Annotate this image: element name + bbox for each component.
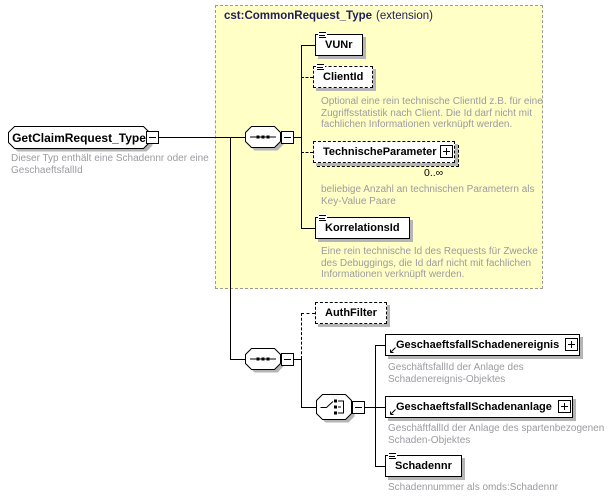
- root-element-label[interactable]: GetClaimRequest_Type: [12, 130, 146, 145]
- connector-line-optional: [301, 152, 313, 153]
- connector-line: [301, 45, 315, 46]
- collapse-icon[interactable]: [352, 401, 365, 414]
- element-label: GeschaeftsfallSchadenereignis: [396, 339, 560, 351]
- connector-line: [230, 137, 231, 360]
- extension-header: cst:CommonRequest_Type(extension): [224, 10, 433, 22]
- expand-icon[interactable]: [557, 400, 571, 413]
- reference-arrow-icon: [390, 347, 396, 353]
- element-label: TechnischeParameter: [323, 146, 437, 158]
- connector-line-optional: [301, 313, 302, 359]
- element-label: AuthFilter: [325, 307, 377, 319]
- schadenereignis-annotation: GeschäftsfallId der Anlage des Schadener…: [388, 362, 524, 385]
- annotation-line: Eine rein technische Id des Requests für…: [321, 246, 538, 257]
- annotation-line: Informationen verknüpft werden.: [321, 269, 465, 280]
- element-clientid[interactable]: ClientId: [313, 63, 374, 88]
- element-korrelationsid[interactable]: KorrelationsId: [315, 214, 410, 239]
- connector-line: [230, 359, 245, 360]
- connector-line: [294, 137, 301, 138]
- connector-line: [375, 345, 376, 467]
- element-geschaeftsfallschadenanlage[interactable]: GeschaeftsfallSchadenanlage: [385, 396, 573, 418]
- multi-occurrence-echo: [317, 145, 459, 167]
- annotation-line: Optional eine rein technische ClientId z…: [321, 96, 543, 107]
- element-label: VUNr: [325, 39, 353, 51]
- connector-line: [301, 407, 316, 408]
- occurrence-label: 0..∞: [424, 167, 444, 179]
- connector-line: [375, 345, 385, 346]
- collapse-icon[interactable]: [281, 131, 294, 144]
- connector-line: [301, 45, 302, 229]
- element-vunr[interactable]: VUNr: [315, 31, 363, 56]
- choice-icon[interactable]: [316, 394, 358, 426]
- schadenanlage-annotation: GeschäftfallId der Anlage des spartenbez…: [388, 423, 604, 446]
- element-schadennr[interactable]: Schadennr: [385, 452, 462, 477]
- collapse-icon[interactable]: [146, 131, 159, 144]
- simple-content-icon: [318, 31, 327, 39]
- clientid-annotation: Optional eine rein technische ClientId z…: [321, 96, 543, 131]
- connector-line: [159, 137, 245, 138]
- korrelationsid-annotation: Eine rein technische Id des Requests für…: [321, 246, 538, 281]
- simple-content-icon: [316, 63, 325, 71]
- element-authfilter[interactable]: AuthFilter: [315, 302, 387, 324]
- connector-line: [375, 407, 385, 408]
- simple-content-icon: [388, 452, 397, 460]
- element-label: GeschaeftsfallSchadenanlage: [396, 401, 552, 413]
- annotation-line: des Debuggings, die Id darf nicht mit fa…: [321, 257, 532, 269]
- connector-line-optional: [301, 77, 313, 78]
- element-geschaeftsfallschadenereignis[interactable]: GeschaeftsfallSchadenereignis: [385, 334, 581, 356]
- annotation-line: Key-Value Paare: [321, 195, 396, 207]
- root-element-shape[interactable]: [8, 126, 154, 153]
- annotation-line: Zugriffsstatistik nach Client. Die Id da…: [321, 107, 533, 119]
- annotation-line: Schadennummer als omds:Schadennr: [388, 482, 559, 493]
- annotation-line: GeschaeftsfallId: [11, 164, 83, 176]
- annotation-line: GeschäftfallId der Anlage des spartenbez…: [388, 423, 605, 434]
- element-technischeparameter[interactable]: TechnischeParameter: [313, 141, 455, 163]
- annotation-line: Schadenereignis-Objektes: [388, 373, 506, 385]
- element-label: ClientId: [323, 71, 364, 83]
- annotation-line: Schaden-Objektes: [388, 434, 471, 446]
- schadennr-annotation: Schadennummer als omds:Schadennr: [388, 482, 558, 494]
- annotation-line: beliebige Anzahl an technischen Paramete…: [321, 184, 535, 195]
- element-label: Schadennr: [395, 460, 452, 472]
- extension-type-name: cst:CommonRequest_Type: [224, 10, 373, 22]
- sequence-icon[interactable]: [245, 348, 287, 376]
- connector-line: [375, 466, 385, 467]
- connector-line: [301, 359, 302, 408]
- connector-line-optional: [301, 313, 315, 314]
- extension-suffix: (extension): [376, 10, 433, 22]
- connector-line: [365, 407, 375, 408]
- connector-line: [301, 228, 315, 229]
- technischeparameter-annotation: beliebige Anzahl an technischen Paramete…: [321, 184, 534, 207]
- annotation-line: fachlichen Informationen verknüpft werde…: [321, 119, 513, 130]
- annotation-line: GeschäftsfallId der Anlage des: [388, 362, 524, 373]
- reference-arrow-icon: [390, 409, 396, 415]
- sequence-icon[interactable]: [245, 126, 287, 154]
- collapse-icon[interactable]: [281, 353, 294, 366]
- expand-icon[interactable]: [440, 145, 453, 158]
- expand-icon[interactable]: [565, 338, 579, 351]
- simple-content-icon: [318, 214, 327, 222]
- root-annotation: Dieser Typ enthält eine Schadennr oder e…: [11, 153, 209, 176]
- element-label: KorrelationsId: [325, 222, 400, 234]
- annotation-line: Dieser Typ enthält eine Schadennr oder e…: [11, 153, 209, 164]
- connector-line: [294, 359, 301, 360]
